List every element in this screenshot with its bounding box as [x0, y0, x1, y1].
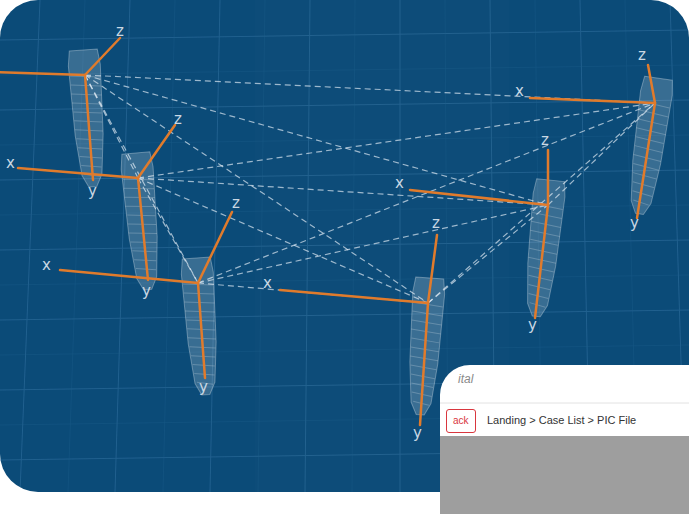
- axis-label: z: [174, 112, 182, 127]
- axis-label: y: [528, 318, 537, 333]
- back-button: ack: [446, 409, 476, 433]
- axis-label: x: [6, 156, 15, 171]
- button-text: ack: [453, 416, 469, 426]
- axis-label: z: [232, 196, 240, 211]
- axis-label: y: [199, 380, 208, 395]
- axis-label: x: [42, 258, 51, 273]
- axis-label: y: [413, 426, 422, 441]
- breadcrumb: Landing > Case List > PIC File: [487, 414, 636, 426]
- axis-label: z: [432, 216, 440, 231]
- axis-label: x: [515, 84, 524, 99]
- axis-label: z: [638, 48, 646, 63]
- axis-label: y: [630, 216, 639, 231]
- app-logo: ital: [458, 372, 473, 386]
- axis-label: z: [116, 24, 124, 39]
- axis-label: x: [263, 276, 272, 291]
- axis-label: y: [142, 284, 151, 299]
- axis-label: x: [395, 176, 404, 191]
- axis-label: z: [541, 133, 549, 148]
- app-screenshot-inset: [440, 365, 689, 514]
- axis-label: y: [88, 184, 97, 199]
